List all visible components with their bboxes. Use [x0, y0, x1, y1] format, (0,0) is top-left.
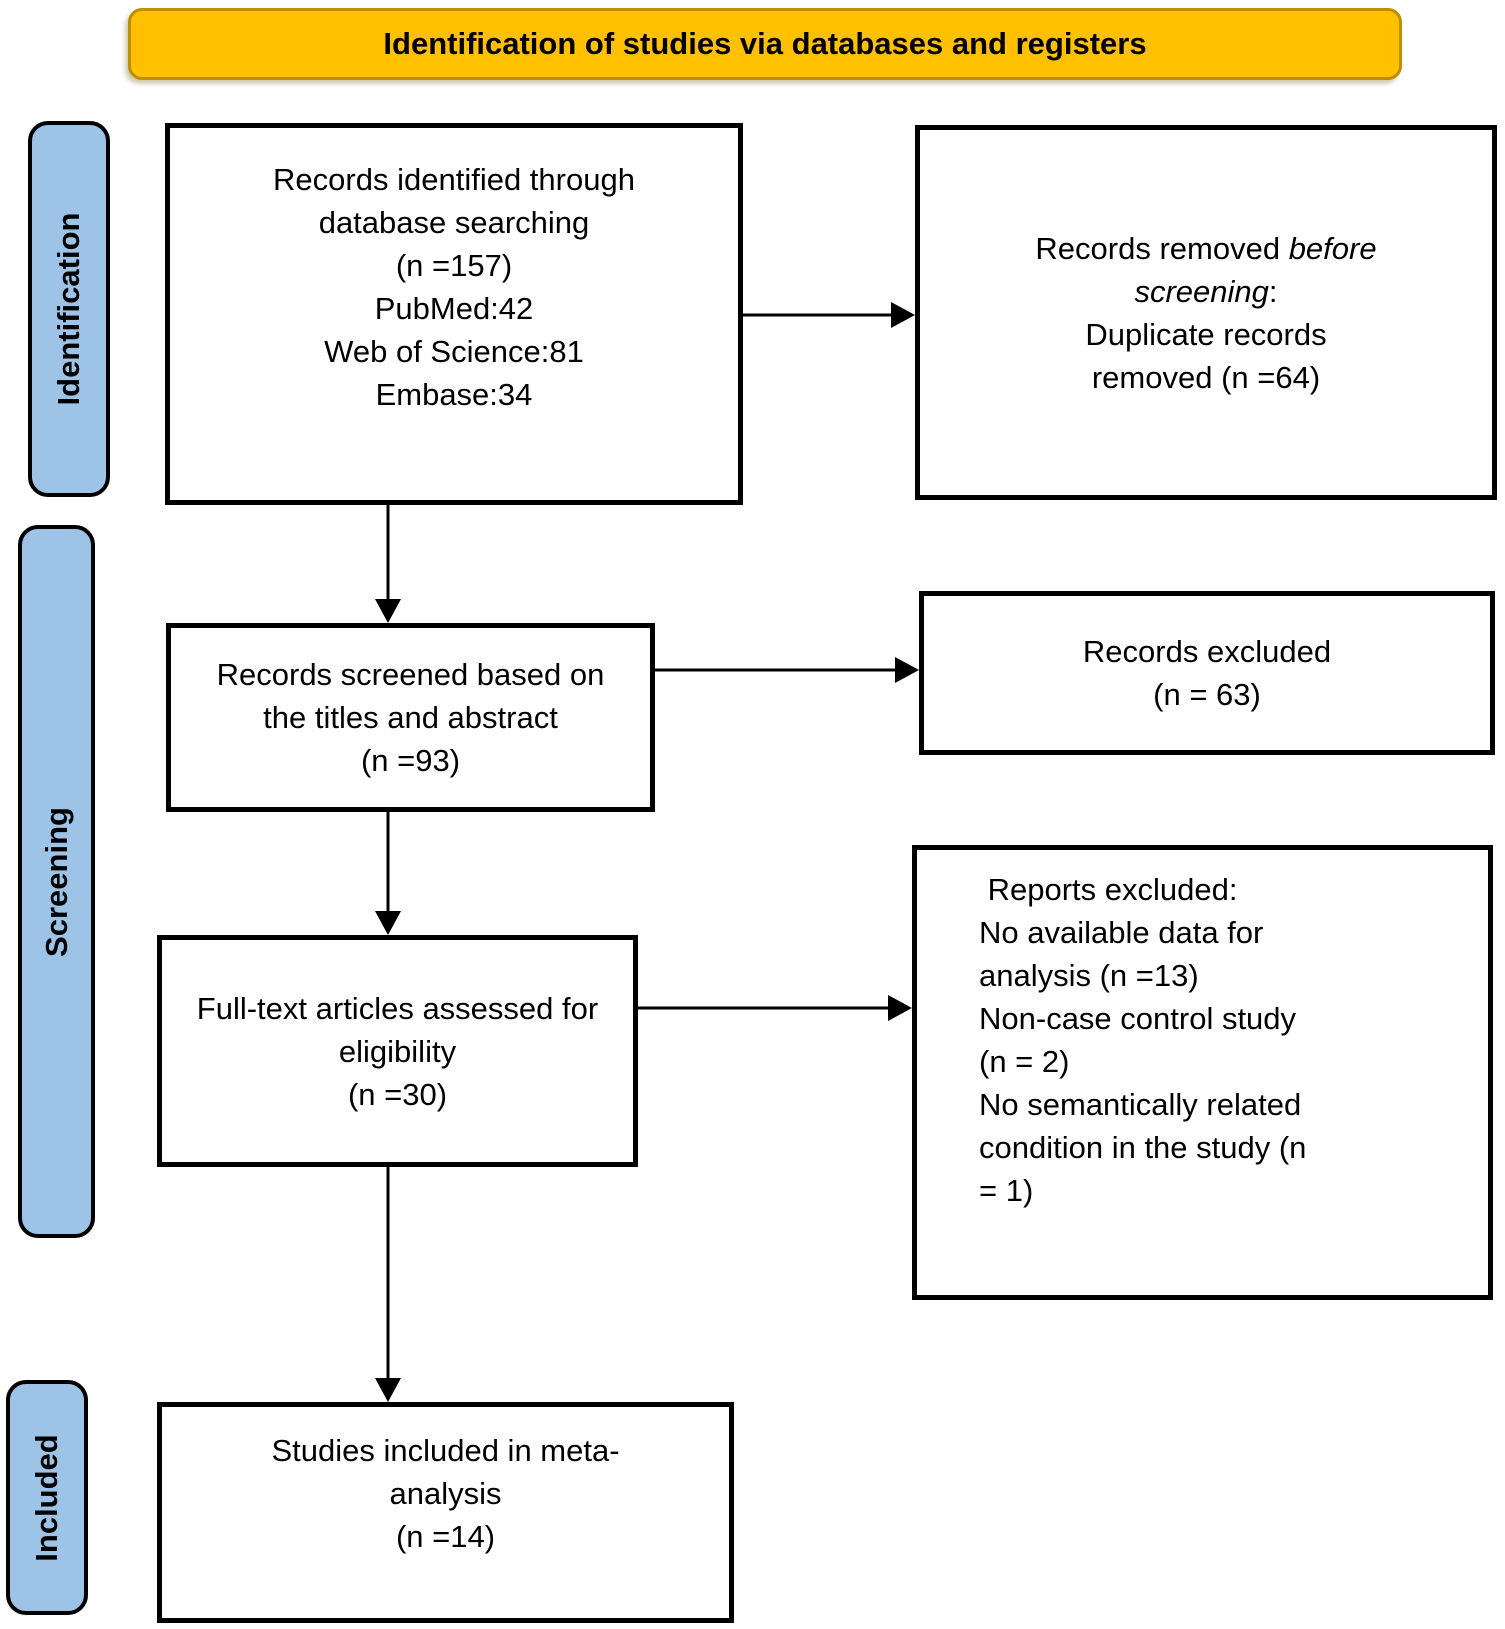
- box-text-line: = 1): [979, 1173, 1034, 1208]
- box-reports-excluded: Reports excluded: No available data for …: [912, 845, 1493, 1300]
- box-text-segment-italic: before: [1288, 230, 1377, 266]
- box-text-line: Records excluded: [1082, 634, 1332, 669]
- arrow-shaft: [386, 812, 390, 913]
- box-text-line: analysis (n =13): [979, 958, 1199, 993]
- box-text-line: Reports excluded:: [979, 872, 1238, 907]
- arrowhead-right-icon: [891, 302, 915, 328]
- stage-label-identification: Identification: [28, 121, 110, 497]
- arrow-shaft: [743, 313, 893, 317]
- box-text-line: analysis: [389, 1476, 502, 1511]
- arrow-identified-to-removed: [743, 302, 915, 328]
- arrow-screened-to-fulltext: [375, 812, 401, 935]
- box-text-line: eligibility: [338, 1033, 457, 1069]
- box-fulltext-assessed: Full-text articles assessed for eligibil…: [157, 935, 638, 1167]
- box-text-line: the titles and abstract: [263, 700, 558, 735]
- box-text-line: No available data for: [979, 915, 1264, 950]
- box-text-line: removed (n =64): [1091, 359, 1321, 395]
- box-records-removed: Records removed before screening: Duplic…: [915, 125, 1497, 500]
- box-text-line: screening:: [1134, 270, 1277, 313]
- arrow-fulltext-to-reports: [638, 995, 912, 1021]
- arrow-screened-to-excluded: [655, 657, 919, 683]
- box-text-line: Web of Science:81: [324, 334, 584, 369]
- box-text-line: Non-case control study: [979, 1001, 1297, 1036]
- stage-label-included: Included: [6, 1380, 88, 1615]
- box-text-line: (n =157): [395, 248, 513, 283]
- arrowhead-right-icon: [895, 657, 919, 683]
- box-records-screened: Records screened based on the titles and…: [166, 623, 655, 812]
- arrow-fulltext-to-included: [375, 1167, 401, 1402]
- box-text-line: (n =93): [360, 743, 461, 778]
- box-text-line: Full-text articles assessed for: [196, 990, 599, 1026]
- arrow-shaft: [638, 1006, 890, 1010]
- stage-label-identification-text: Identification: [51, 212, 86, 406]
- box-text-line: condition in the study (n: [979, 1130, 1307, 1165]
- arrow-shaft: [655, 668, 897, 672]
- arrow-shaft: [386, 505, 390, 601]
- box-text-line: PubMed:42: [374, 291, 534, 326]
- arrowhead-down-icon: [375, 1378, 401, 1402]
- box-text-line: Embase:34: [375, 377, 533, 412]
- stage-label-screening: Screening: [18, 525, 95, 1238]
- arrow-shaft: [386, 1167, 390, 1380]
- box-text-line: No semantically related: [979, 1087, 1302, 1122]
- banner: Identification of studies via databases …: [128, 8, 1402, 80]
- box-studies-included: Studies included in meta- analysis (n =1…: [157, 1402, 734, 1623]
- stage-label-included-text: Included: [29, 1433, 64, 1562]
- box-text-line: (n = 63): [1153, 677, 1261, 712]
- box-text-line: (n =14): [395, 1519, 496, 1554]
- box-text-line: database searching: [318, 205, 590, 240]
- box-text-line: Records removed before: [1035, 227, 1376, 270]
- box-text-line: Duplicate records: [1085, 316, 1327, 352]
- box-text-segment: :: [1268, 273, 1278, 309]
- box-text-line: (n = 2): [979, 1044, 1070, 1079]
- box-records-excluded: Records excluded (n = 63): [919, 591, 1495, 755]
- box-text-line: Records identified through: [273, 162, 635, 197]
- box-text-line: Records screened based on: [216, 657, 605, 692]
- arrow-identified-to-screened: [375, 505, 401, 623]
- banner-title: Identification of studies via databases …: [383, 26, 1147, 61]
- box-records-identified: Records identified through database sear…: [165, 123, 743, 505]
- arrowhead-right-icon: [888, 995, 912, 1021]
- arrowhead-down-icon: [375, 599, 401, 623]
- stage-label-screening-text: Screening: [38, 806, 74, 957]
- box-text-line: Studies included in meta-: [271, 1433, 620, 1468]
- box-text-line: (n =30): [347, 1076, 448, 1112]
- box-text-segment: Records removed: [1035, 230, 1289, 266]
- box-text-segment-italic: screening: [1134, 273, 1269, 309]
- arrowhead-down-icon: [375, 911, 401, 935]
